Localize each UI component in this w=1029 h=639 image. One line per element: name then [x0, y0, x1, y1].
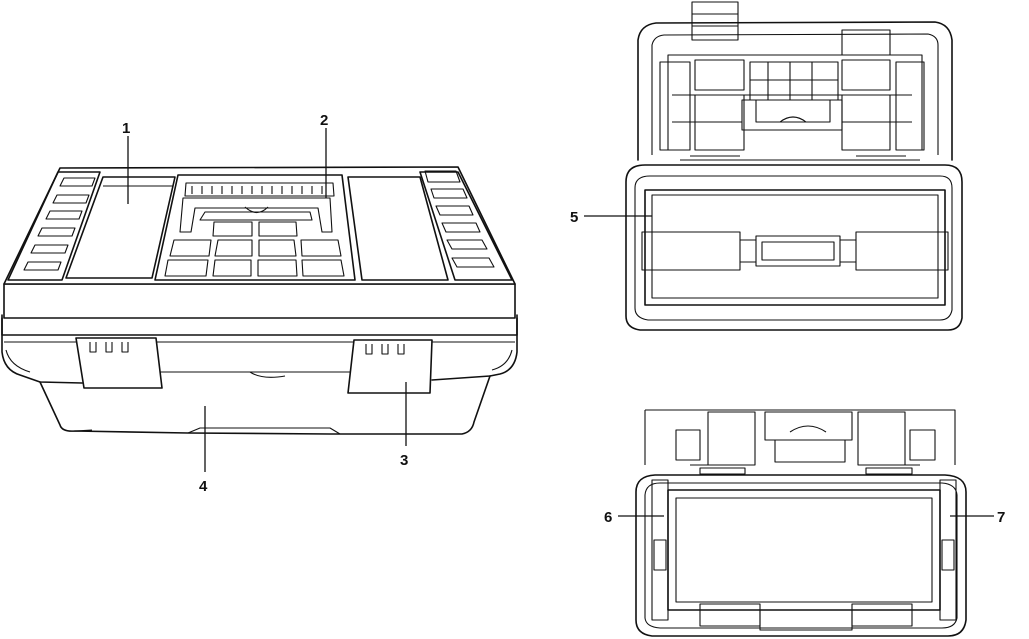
- open-toolbox-empty-view: [635, 409, 967, 637]
- callout-label: 4: [199, 478, 208, 495]
- open-toolbox-tray-view: [625, 1, 963, 331]
- callout-7: 7: [950, 509, 1005, 526]
- callout-label: 3: [400, 452, 408, 469]
- callout-1: 1: [122, 120, 130, 204]
- callout-2: 2: [320, 112, 328, 198]
- callout-label: 1: [122, 120, 130, 137]
- callout-label: 6: [604, 509, 612, 526]
- callout-label: 7: [997, 509, 1005, 526]
- callout-label: 5: [570, 209, 578, 226]
- callout-3: 3: [400, 382, 408, 469]
- callout-6: 6: [604, 509, 664, 526]
- closed-toolbox-view: [1, 166, 518, 435]
- callout-4: 4: [199, 406, 208, 495]
- callout-label: 2: [320, 112, 328, 129]
- callout-5: 5: [570, 209, 652, 226]
